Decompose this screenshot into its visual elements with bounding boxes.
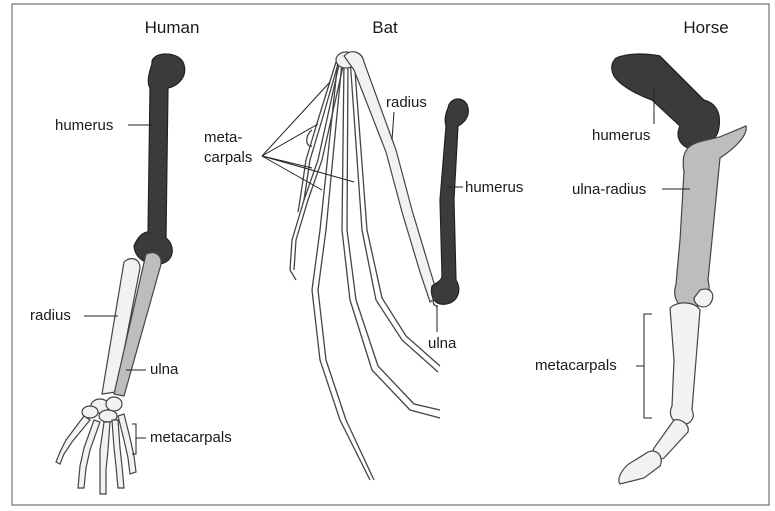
horse-panel: Horse humerus ulna-radius metacarpals — [535, 18, 746, 484]
horse-metacarpal-bone — [670, 303, 700, 424]
bat-radius-leader — [392, 112, 394, 140]
bat-title: Bat — [372, 18, 398, 37]
horse-ulna-radius-label: ulna-radius — [572, 181, 646, 198]
human-metacarpal-bones — [56, 414, 136, 494]
human-title: Human — [145, 18, 200, 37]
human-humerus-bone — [134, 54, 185, 264]
human-metacarpals-label: metacarpals — [150, 429, 232, 446]
bat-ulna-label: ulna — [428, 335, 457, 352]
bat-metacarpals-label-line1: meta- — [204, 129, 242, 146]
bat-humerus-bone — [432, 99, 469, 304]
horse-humerus-label: humerus — [592, 127, 650, 144]
human-radius-label: radius — [30, 307, 71, 324]
horse-title: Horse — [683, 18, 728, 37]
horse-metacarpals-bracket — [636, 314, 652, 418]
human-humerus-label: humerus — [55, 117, 113, 134]
human-panel: Human humerus radius ulna me — [30, 18, 232, 494]
bat-humerus-label: humerus — [465, 179, 523, 196]
bat-metacarpals-label-line2: carpals — [204, 149, 252, 166]
human-ulna-label: ulna — [150, 361, 179, 378]
bat-panel: Bat meta- carpals — [204, 18, 523, 480]
horse-hoof-bone — [619, 451, 661, 484]
bat-radius-label: radius — [386, 94, 427, 111]
horse-ulna-radius-bone — [675, 126, 746, 308]
bat-metacarpal-bones — [290, 52, 440, 480]
human-metacarpals-bracket — [132, 424, 146, 454]
horse-metacarpals-label: metacarpals — [535, 357, 617, 374]
